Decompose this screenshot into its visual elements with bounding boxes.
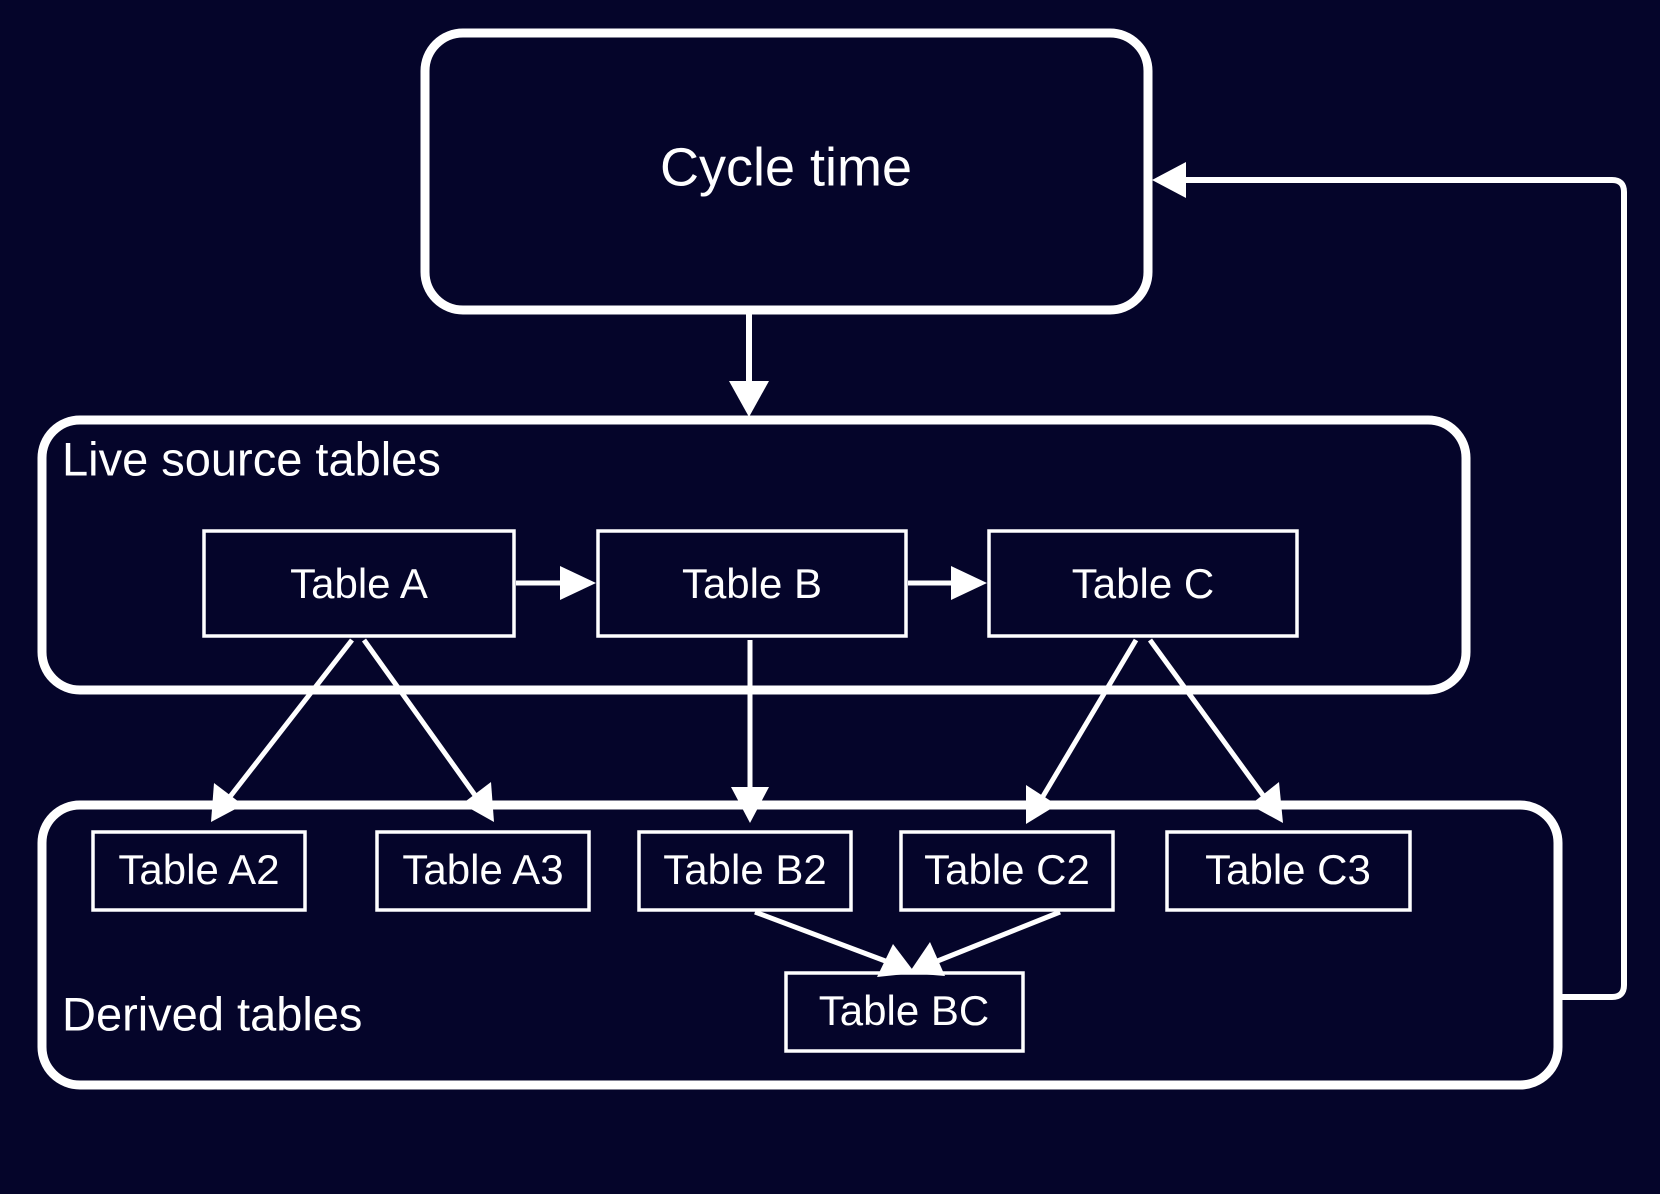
group-live-source-tables: Live source tables xyxy=(37,415,1471,695)
table-a3-label: Table A3 xyxy=(402,846,563,893)
edge-table-c2-to-table-bc xyxy=(909,909,1061,976)
table-a-label: Table A xyxy=(290,560,428,607)
table-a2-label: Table A2 xyxy=(118,846,279,893)
edge-table-a-to-table-a3 xyxy=(361,638,494,822)
node-table-b2[interactable]: Table B2 xyxy=(637,830,853,912)
edge-table-b-to-table-b2 xyxy=(731,640,769,823)
arrow-head-table-c xyxy=(951,566,987,600)
edge-cycle-time-to-live-source xyxy=(729,312,769,417)
derived-tables-label: Derived tables xyxy=(62,987,362,1040)
table-c-rect xyxy=(987,529,1299,638)
table-a-rect xyxy=(202,529,516,638)
node-table-b[interactable]: Table B xyxy=(596,529,908,638)
derived-tables-rect xyxy=(37,800,1563,1090)
table-bc-label: Table BC xyxy=(819,987,989,1034)
arrow-head-table-bc-left xyxy=(877,944,915,977)
arrow-head-live-source xyxy=(729,381,769,417)
arrow-head-table-a2 xyxy=(211,783,243,822)
table-b-rect xyxy=(596,529,908,638)
cycle-time-box[interactable]: Cycle time xyxy=(420,28,1153,315)
edge-table-c-to-table-c3 xyxy=(1147,638,1283,823)
node-table-a2[interactable]: Table A2 xyxy=(91,830,307,912)
table-c3-rect xyxy=(1165,830,1412,912)
node-table-c3[interactable]: Table C3 xyxy=(1165,830,1412,912)
table-c2-label: Table C2 xyxy=(924,846,1090,893)
node-table-c[interactable]: Table C xyxy=(987,529,1299,638)
arrow-head-table-a3 xyxy=(462,782,494,822)
node-table-a3[interactable]: Table A3 xyxy=(375,830,591,912)
table-c2-rect xyxy=(899,830,1115,912)
arrow-head-table-c3 xyxy=(1250,782,1283,823)
arrow-head-table-b2 xyxy=(731,787,769,823)
edge-table-c-to-table-c2 xyxy=(1026,638,1139,824)
edge-table-b-to-table-c xyxy=(908,566,987,600)
arrow-head-cycle-time xyxy=(1152,162,1186,198)
table-a3-rect xyxy=(375,830,591,912)
table-c-label: Table C xyxy=(1072,560,1214,607)
node-table-a[interactable]: Table A xyxy=(202,529,516,638)
group-derived-tables: Derived tables xyxy=(37,800,1563,1090)
cycle-time-rect xyxy=(420,28,1153,315)
table-b2-rect xyxy=(637,830,853,912)
live-source-tables-label: Live source tables xyxy=(62,432,441,485)
node-table-bc[interactable]: Table BC xyxy=(784,971,1025,1053)
table-bc-rect xyxy=(784,971,1025,1053)
arrow-head-table-b xyxy=(560,566,596,600)
arrow-head-table-c2 xyxy=(1026,785,1057,824)
table-c3-label: Table C3 xyxy=(1205,846,1371,893)
table-b2-label: Table B2 xyxy=(663,846,826,893)
arrow-head-table-bc-right xyxy=(909,942,945,976)
node-table-c2[interactable]: Table C2 xyxy=(899,830,1115,912)
table-a2-rect xyxy=(91,830,307,912)
edge-table-a-to-table-a2 xyxy=(211,638,354,822)
live-source-tables-rect xyxy=(37,415,1471,695)
table-b-label: Table B xyxy=(682,560,822,607)
edge-table-b2-to-table-bc xyxy=(754,909,915,977)
edge-table-a-to-table-b xyxy=(516,566,596,600)
edge-derived-to-cycle-time xyxy=(1152,162,1627,1000)
cycle-time-label: Cycle time xyxy=(660,137,912,197)
